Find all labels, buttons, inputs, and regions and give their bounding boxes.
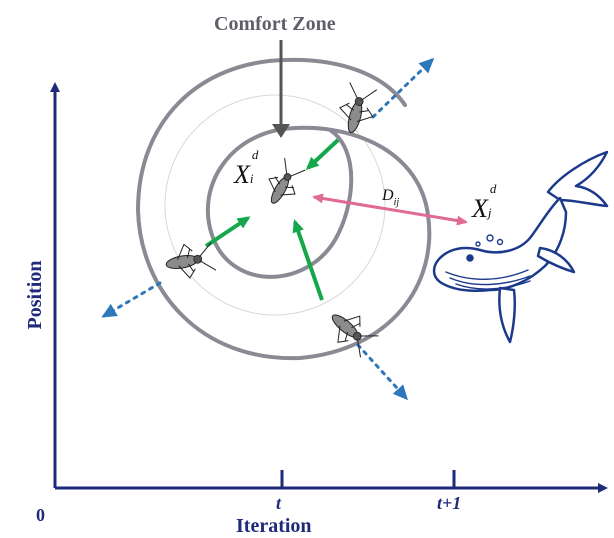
y-axis-label: Position [24, 260, 46, 330]
comfort-zone-spiral [135, 57, 432, 361]
whale-icon [432, 150, 609, 344]
distance-arrow [312, 193, 468, 226]
dij-base: D [382, 187, 394, 204]
green-arrow-left [204, 216, 251, 248]
blue-dotted-arrow-bottom [356, 343, 409, 401]
comfort-zone-arrowhead [272, 124, 290, 138]
dij-label: Dij [382, 187, 399, 208]
green-arrow-top-right [305, 138, 340, 171]
tick-t1-label: t+1 [437, 493, 462, 513]
green-arrow-bottom [292, 219, 324, 301]
grasshopper-icon [339, 82, 378, 134]
grasshopper-icon [331, 314, 379, 358]
xi-sup: d [251, 147, 259, 162]
x-axis-label: Iteration [236, 515, 312, 537]
xi-base: X [234, 160, 250, 189]
xj-base: X [472, 194, 488, 223]
xj-label: X d j [472, 182, 496, 223]
spiral-tail [405, 105, 441, 345]
blue-dotted-arrow-left [101, 281, 162, 318]
xi-label: X d i [234, 148, 258, 189]
origin-label: 0 [36, 505, 45, 525]
tick-t-label: t [276, 493, 282, 513]
xj-sub: j [487, 205, 492, 220]
grasshopper-icon [268, 157, 306, 204]
grasshopper-icon [165, 242, 217, 279]
dij-sub: ij [393, 197, 400, 208]
xi-sub: i [249, 171, 254, 186]
blue-dotted-arrow-top-right [371, 57, 435, 119]
xj-sup: d [489, 181, 497, 196]
comfort-zone-label: Comfort Zone [214, 13, 336, 35]
